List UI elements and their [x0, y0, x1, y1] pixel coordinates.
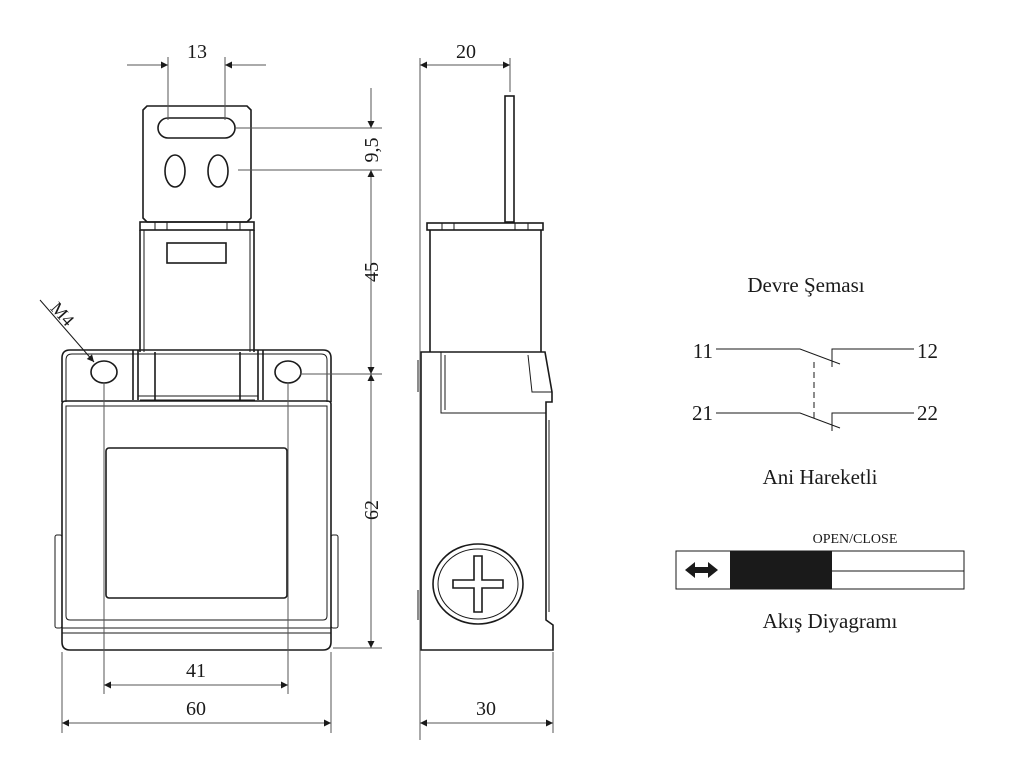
circuit-diagram: Devre Şeması 11 12 21 22 Ani Hareketli — [692, 273, 938, 489]
state-label: OPEN/CLOSE — [813, 532, 898, 547]
svg-text:41: 41 — [186, 660, 206, 682]
svg-text:60: 60 — [186, 698, 206, 720]
front-window — [105, 447, 288, 599]
svg-text:20: 20 — [456, 41, 476, 63]
dimension-30: 30 — [420, 652, 554, 733]
actuator-head — [139, 221, 255, 352]
terminal-21: 21 — [692, 401, 713, 425]
svg-text:M4: M4 — [47, 298, 79, 330]
cable-gland — [432, 543, 524, 625]
actuator-pin — [504, 95, 515, 223]
svg-text:9,5: 9,5 — [361, 138, 383, 163]
circuit-title: Devre Şeması — [747, 273, 864, 297]
side-actuator-head — [426, 222, 544, 352]
svg-text:62: 62 — [361, 500, 383, 520]
cross-screw-icon — [452, 555, 504, 613]
dimension-horizontal-front: 41 60 — [61, 384, 332, 733]
terminal-22: 22 — [917, 401, 938, 425]
mounting-flange — [61, 349, 332, 402]
dimension-13: 13 — [127, 41, 266, 120]
svg-text:13: 13 — [187, 41, 207, 63]
mounting-hole-left — [90, 360, 118, 384]
mounting-hole-right — [274, 360, 302, 384]
double-arrow-icon — [685, 562, 718, 578]
front-view: 13 9,5 45 62 M4 41 60 — [39, 41, 383, 733]
circuit-subtitle: Ani Hareketli — [763, 465, 878, 489]
svg-text:30: 30 — [476, 698, 496, 720]
terminal-12: 12 — [917, 339, 938, 363]
dimension-20: 20 — [419, 41, 511, 740]
flow-title: Akış Diyagramı — [763, 609, 898, 633]
side-body — [417, 351, 554, 651]
svg-text:45: 45 — [361, 262, 383, 282]
terminal-11: 11 — [693, 339, 713, 363]
key-plate — [142, 105, 252, 223]
thread-callout: M4 — [39, 298, 95, 363]
closed-state-bar — [730, 551, 832, 589]
side-view: 20 30 — [417, 41, 554, 740]
dimension-vertical-front: 9,5 45 62 — [236, 88, 383, 649]
switch-body — [54, 400, 339, 651]
flow-diagram: OPEN/CLOSE Akış Diyagramı — [675, 532, 965, 633]
